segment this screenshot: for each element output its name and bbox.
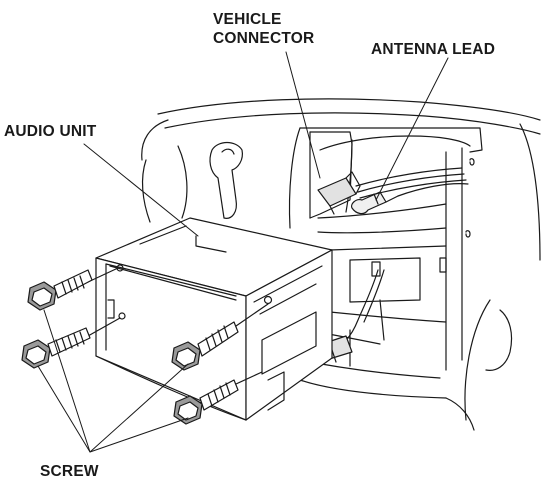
right-dash-edge: [445, 123, 541, 431]
dashboard-outline: [141, 98, 541, 223]
screw-alignment-lines: [87, 267, 269, 385]
antenna-lead-part: [351, 191, 399, 215]
vehicle-connector-part: [317, 171, 361, 215]
screw-3: [171, 321, 239, 371]
vehicle-connector-label-line2: CONNECTOR: [213, 30, 315, 47]
harness-wires: [355, 167, 469, 199]
antenna-lead-label: ANTENNA LEAD: [371, 41, 496, 58]
screw-1: [27, 269, 93, 311]
audio-unit-body: [95, 217, 333, 421]
screw-4: [173, 379, 239, 425]
screw-label: SCREW: [40, 463, 99, 480]
vehicle-connector-label: VEHICLE CONNECTOR: [213, 10, 314, 48]
dash-opening-frame: [288, 127, 483, 371]
screw-2: [21, 327, 91, 369]
steering-column-shape: [209, 141, 243, 219]
leader-lines: [37, 51, 449, 453]
vehicle-connector-label-line1: VEHICLE: [213, 11, 282, 28]
audio-unit-label: AUDIO UNIT: [4, 123, 97, 140]
